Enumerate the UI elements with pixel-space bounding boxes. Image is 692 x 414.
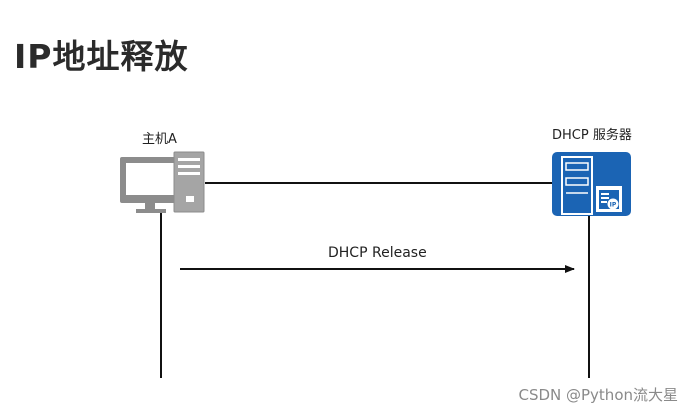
server-label: DHCP 服务器 [552,128,632,143]
computer-icon [120,151,205,213]
host-label: 主机A [142,132,177,147]
server-icon: IP [552,152,631,216]
message-label: DHCP Release [328,245,427,261]
watermark: CSDN @Python流大星 [518,386,678,404]
ip-badge-text: IP [610,202,617,209]
page-title: IP地址释放 [14,37,189,76]
